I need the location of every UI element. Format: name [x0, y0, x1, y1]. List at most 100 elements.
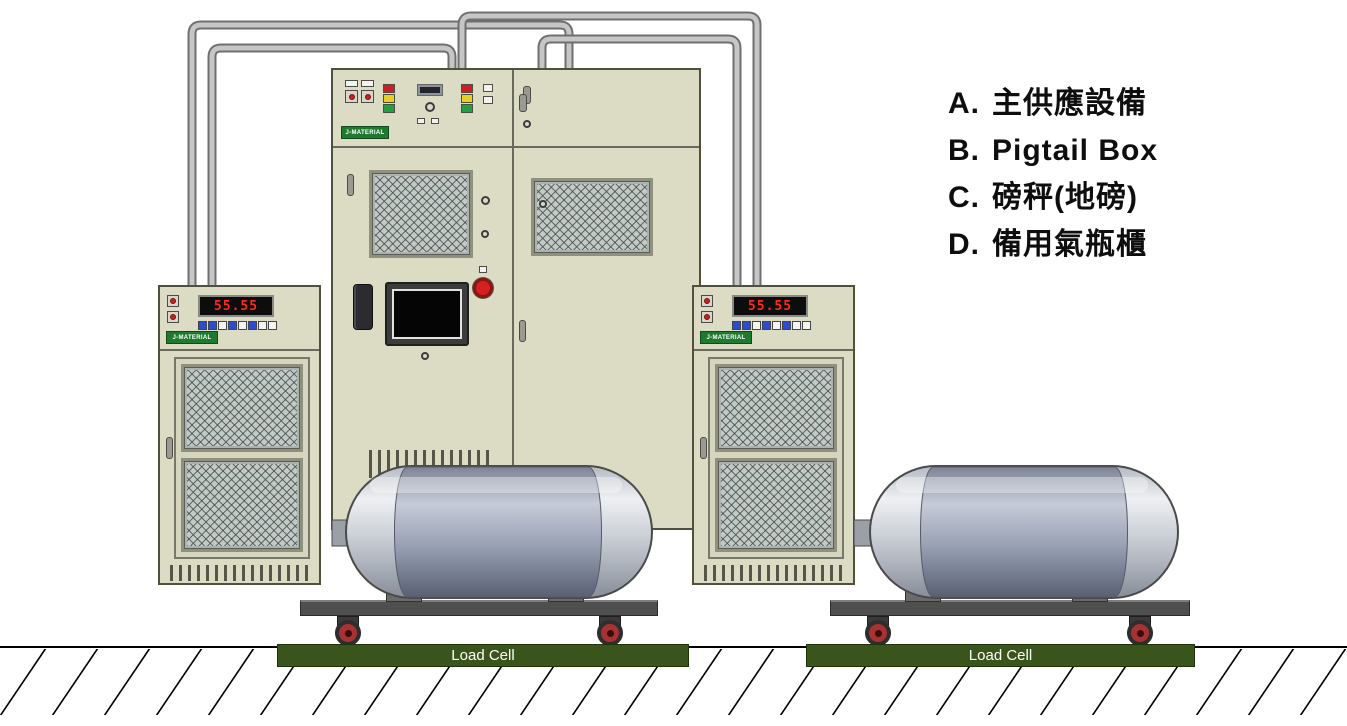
indicator-icon: [218, 321, 227, 330]
push-button: [361, 90, 374, 103]
push-button: [701, 295, 713, 307]
switch-plate: [483, 96, 493, 104]
vent-slots: [170, 565, 310, 581]
mesh-panel-upper: [181, 364, 303, 452]
green-indicator-icon: [461, 104, 473, 113]
load-cell-label: Load Cell: [451, 647, 515, 664]
brand-label: J-MATERIAL: [341, 126, 389, 139]
legend-label: 磅秤(地磅): [992, 181, 1138, 214]
indicator-icon: [198, 321, 207, 330]
yellow-indicator-icon: [461, 94, 473, 103]
push-button: [345, 90, 358, 103]
legend-key: D.: [948, 228, 980, 261]
indicator-light-stack: [461, 84, 473, 113]
indicator-icon: [762, 321, 771, 330]
cabinet-divider: [512, 70, 514, 528]
red-button-icon: [704, 314, 710, 320]
left-door-handle: [347, 174, 354, 196]
switch-plate: [417, 118, 425, 124]
indicator-icon: [772, 321, 781, 330]
main-supply-cabinet: J-MATERIAL: [331, 68, 701, 530]
mesh-pattern: [187, 370, 297, 446]
red-button-icon: [704, 298, 710, 304]
switch-plate: [479, 266, 487, 273]
switch-plate: [483, 84, 493, 92]
mesh-pattern: [721, 370, 831, 446]
cart-wheel: [335, 620, 361, 646]
indicator-icon: [238, 321, 247, 330]
brand-label: J-MATERIAL: [700, 331, 752, 344]
brand-label: J-MATERIAL: [166, 331, 218, 344]
indicator-row: [198, 321, 277, 330]
yellow-indicator-icon: [383, 94, 395, 103]
indicator-row: [732, 321, 811, 330]
indicator-icon: [782, 321, 791, 330]
gas-cylinder-right: [853, 465, 1179, 599]
pigtail-box-right: 55.55 J-MATERIAL: [692, 285, 855, 585]
mesh-pattern: [187, 464, 297, 546]
legend-item-a: A. 主供應設備: [948, 80, 1158, 127]
round-button: [481, 230, 489, 238]
legend-item-b: B. Pigtail Box: [948, 127, 1158, 174]
red-button-icon: [364, 93, 371, 100]
round-button: [481, 196, 490, 205]
mesh-panel-lower: [715, 458, 837, 552]
indicator-icon: [228, 321, 237, 330]
mesh-panel-lower: [181, 458, 303, 552]
door-handle: [700, 437, 707, 459]
vent-slots: [704, 565, 844, 581]
green-indicator-icon: [383, 104, 395, 113]
button-label-plate: [345, 80, 358, 87]
door-hinge: [519, 94, 527, 112]
emergency-stop-button: [473, 278, 493, 298]
right-door-handle: [519, 320, 526, 342]
mesh-pattern: [375, 176, 467, 252]
weight-display: 55.55: [732, 295, 808, 317]
left-door-mesh-window: [369, 170, 473, 258]
red-button-icon: [170, 314, 176, 320]
panel-separator: [160, 349, 319, 351]
legend-label: Pigtail Box: [992, 134, 1159, 167]
indicator-icon: [752, 321, 761, 330]
round-button: [539, 200, 547, 208]
mesh-pattern: [721, 464, 831, 546]
cart-wheel: [597, 620, 623, 646]
push-button: [167, 311, 179, 323]
push-button: [167, 295, 179, 307]
cart-wheel: [1127, 620, 1153, 646]
cart-platform-left: [300, 600, 658, 616]
mesh-pattern: [537, 184, 647, 250]
panel-separator: [694, 349, 853, 351]
touchscreen-panel: [385, 282, 469, 346]
load-cell-right: Load Cell: [806, 644, 1195, 667]
load-cell-left: Load Cell: [277, 644, 689, 667]
button-label-plate: [361, 80, 374, 87]
door-handle: [166, 437, 173, 459]
red-button-icon: [170, 298, 176, 304]
indicator-icon: [732, 321, 741, 330]
round-button: [523, 120, 531, 128]
indicator-icon: [258, 321, 267, 330]
legend-label: 主供應設備: [992, 87, 1147, 120]
push-button: [701, 311, 713, 323]
legend-item-d: D. 備用氣瓶櫃: [948, 221, 1158, 268]
gas-cylinder-left: [331, 465, 653, 599]
mesh-panel-upper: [715, 364, 837, 452]
round-button: [421, 352, 429, 360]
mesh-door: [174, 357, 310, 559]
legend: A. 主供應設備 B. Pigtail Box C. 磅秤(地磅) D. 備用氣…: [948, 80, 1158, 268]
red-button-icon: [348, 93, 355, 100]
indicator-icon: [268, 321, 277, 330]
legend-key: B.: [948, 134, 980, 167]
switch-plate: [431, 118, 439, 124]
mini-display: [417, 84, 443, 96]
weight-display: 55.55: [198, 295, 274, 317]
touchscreen: [392, 289, 462, 339]
panel-separator: [333, 146, 699, 148]
handset-holder: [353, 284, 373, 330]
indicator-icon: [792, 321, 801, 330]
indicator-icon: [248, 321, 257, 330]
red-indicator-icon: [461, 84, 473, 93]
legend-key: A.: [948, 87, 980, 120]
